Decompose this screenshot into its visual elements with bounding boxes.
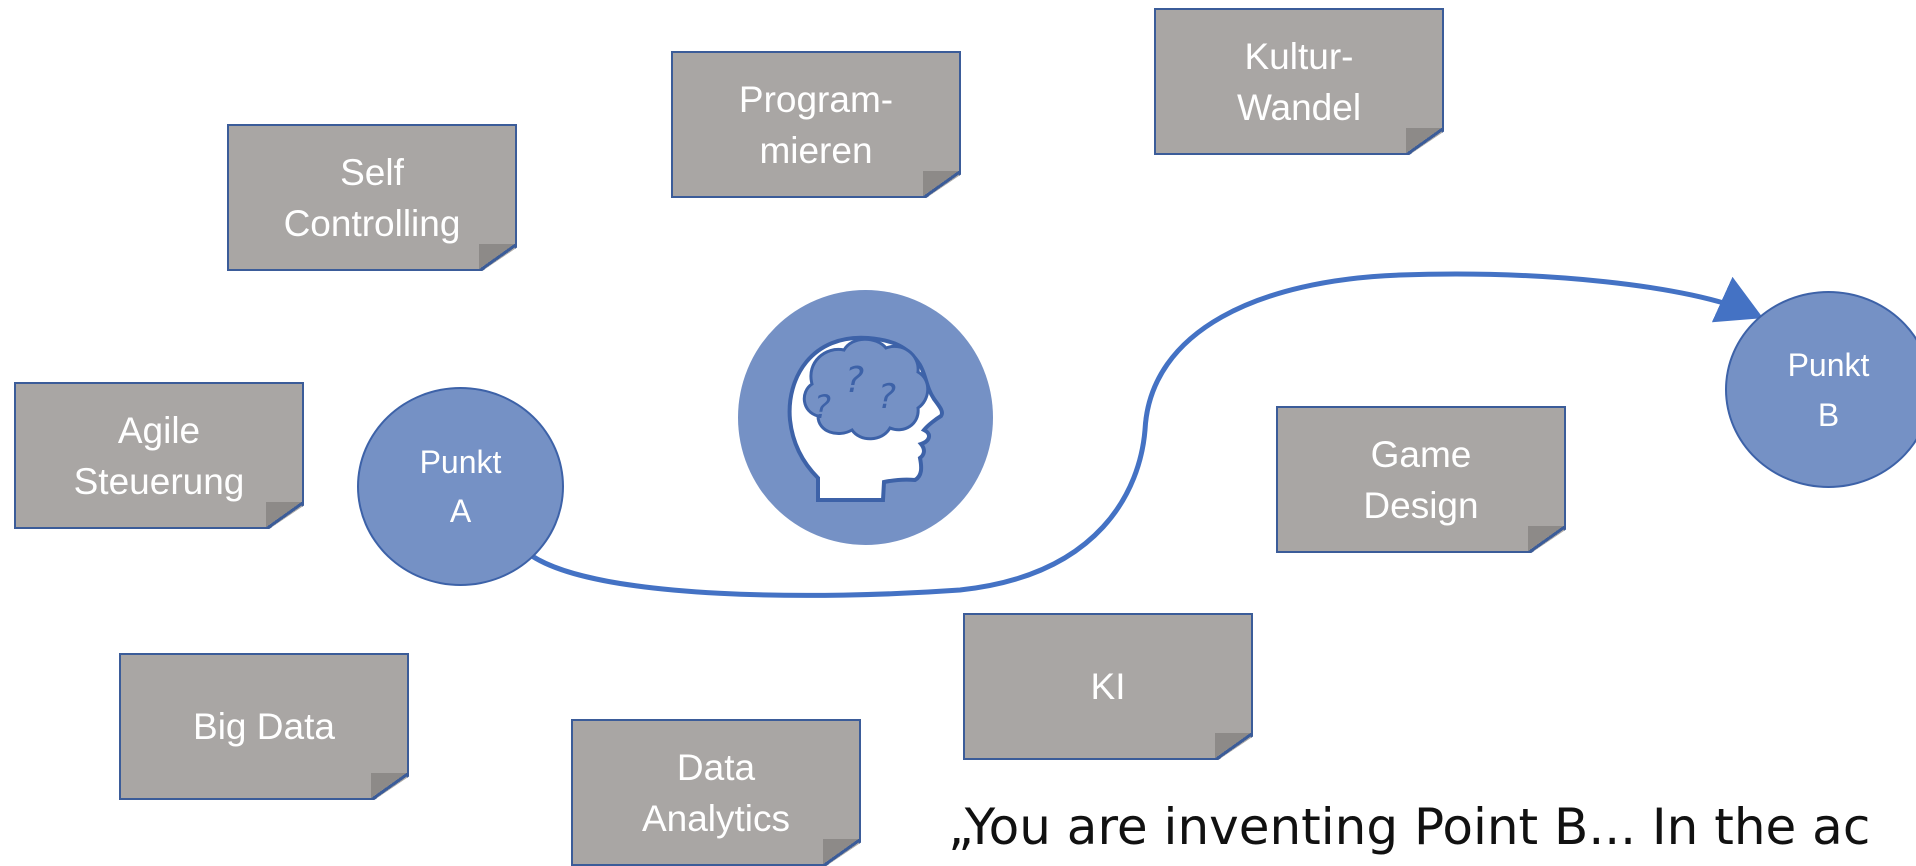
note-text: Game (1370, 433, 1472, 475)
note-ki: KI (963, 613, 1253, 760)
point-b-label-line1: Punkt (1787, 346, 1870, 383)
note-text: Data (676, 746, 756, 788)
note-programmieren: Program- mieren (671, 51, 961, 198)
point-a-label-line2: A (449, 492, 472, 529)
note-text: Self (340, 151, 404, 193)
note-data-analytics: Data Analytics (571, 719, 861, 866)
quote-text: „You are inventing Point B... In the ac (948, 798, 1871, 856)
note-self-controlling: Self Controlling (227, 124, 517, 271)
note-text: mieren (759, 129, 873, 171)
note-text: Steuerung (73, 460, 245, 502)
note-agile-steuerung: Agile Steuerung (14, 382, 304, 529)
note-text: Agile (117, 409, 201, 451)
note-text: KI (1090, 666, 1126, 707)
note-kultur-wandel: Kultur- Wandel (1154, 8, 1444, 155)
point-b-label-line2: B (1817, 396, 1840, 433)
note-text: Controlling (283, 202, 461, 244)
head-icon-background (738, 290, 993, 545)
point-a-label-line1: Punkt (419, 443, 502, 480)
note-text: Wandel (1236, 86, 1362, 128)
point-a-circle: Punkt A (357, 387, 564, 586)
note-text: Big Data (193, 706, 335, 747)
route-line (530, 271, 1764, 598)
point-b-circle: Punkt B (1725, 291, 1916, 488)
note-big-data: Big Data (119, 653, 409, 800)
note-text: Program- (738, 78, 894, 120)
note-text: Design (1363, 484, 1479, 526)
note-text: Kultur- (1244, 35, 1354, 77)
note-text: Analytics (641, 797, 791, 839)
note-game-design: Game Design (1276, 406, 1566, 553)
